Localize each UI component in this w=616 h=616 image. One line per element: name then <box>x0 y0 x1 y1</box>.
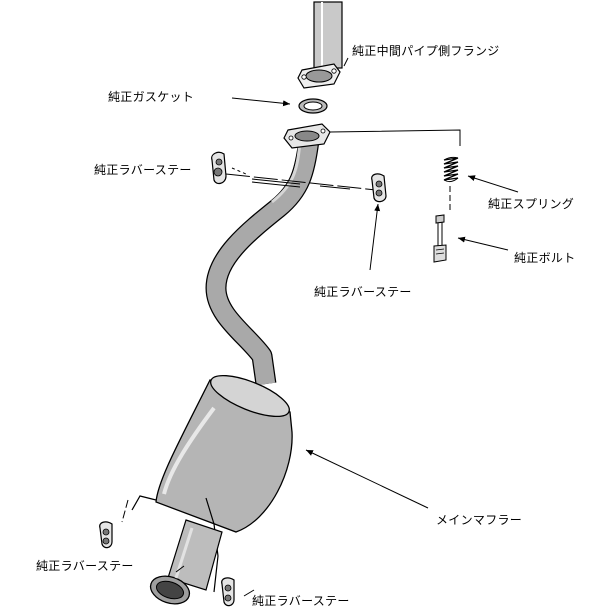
rubber-stay-lower-left-part <box>99 521 113 549</box>
label-rubber-stay-lower-right: 純正ラバーステー <box>252 594 350 608</box>
rubber-stay-mid-part <box>371 173 387 203</box>
label-mid-pipe-flange: 純正中間パイプ側フランジ <box>352 44 500 58</box>
rubber-stay-upper-left-part <box>211 151 227 185</box>
pipe-hanger-rod <box>225 173 377 191</box>
label-spring: 純正スプリング <box>488 197 575 211</box>
leader-main-muffler <box>305 449 429 509</box>
label-rubber-stay-upper-left: 純正ラバーステー <box>94 163 192 177</box>
rubber-stay-lower-right-part <box>221 577 235 607</box>
label-rubber-stay-lower-left: 純正ラバーステー <box>36 559 134 573</box>
leader-flange <box>343 57 349 67</box>
leader-spring <box>467 175 519 193</box>
leader-rubber-lower-right <box>243 589 255 597</box>
gasket <box>298 98 328 114</box>
tail-pipe <box>149 519 223 605</box>
label-main-muffler: メインマフラー <box>436 513 523 527</box>
leader-gasket <box>231 97 291 107</box>
label-gasket: 純正ガスケット <box>108 90 195 104</box>
leader-lines <box>175 57 519 597</box>
middle-pipe <box>313 1 343 69</box>
label-rubber-stay-mid: 純正ラバーステー <box>314 285 412 299</box>
leader-rubber-upper-left <box>231 167 247 175</box>
main-exhaust-pipe <box>205 123 331 386</box>
leader-bolt <box>457 236 509 251</box>
bolt-part <box>433 214 447 263</box>
spring-part <box>443 156 459 183</box>
mid-pipe-flange <box>297 63 341 89</box>
main-muffler-body <box>121 374 293 593</box>
label-bolt: 純正ボルト <box>514 251 576 265</box>
leader-rubber-mid <box>369 203 381 271</box>
leader-rubber-lower-left <box>175 565 185 573</box>
assembly-guide-line <box>329 129 461 210</box>
